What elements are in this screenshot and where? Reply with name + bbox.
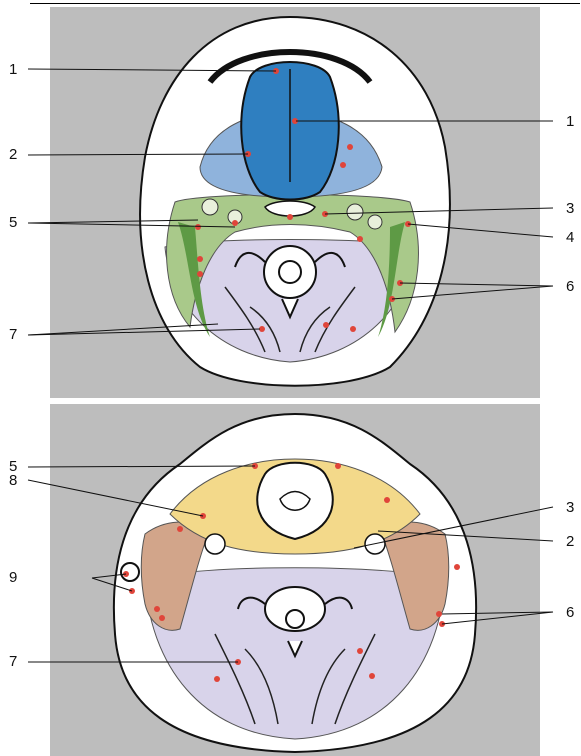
- label-right-6-bottom: 6: [566, 605, 574, 620]
- label-right-3-bottom: 3: [566, 500, 574, 515]
- label-left-7: 7: [9, 327, 17, 342]
- label-left-1: 1: [9, 62, 17, 77]
- label-left-5: 5: [9, 215, 17, 230]
- bottom-cross-section-illustration: [50, 404, 540, 756]
- top-rule: [30, 3, 580, 4]
- label-right-1: 1: [566, 114, 574, 129]
- bottom-cross-section-panel: [50, 404, 540, 756]
- label-left-8: 8: [9, 473, 17, 488]
- label-left-9: 9: [9, 570, 17, 585]
- label-right-3: 3: [566, 201, 574, 216]
- label-right-2-bottom: 2: [566, 534, 574, 549]
- label-left-2: 2: [9, 147, 17, 162]
- label-left-7-bottom: 7: [9, 654, 17, 669]
- top-cross-section-panel: [50, 7, 540, 398]
- top-cross-section-illustration: [50, 7, 540, 398]
- label-right-4: 4: [566, 230, 574, 245]
- label-right-6: 6: [566, 279, 574, 294]
